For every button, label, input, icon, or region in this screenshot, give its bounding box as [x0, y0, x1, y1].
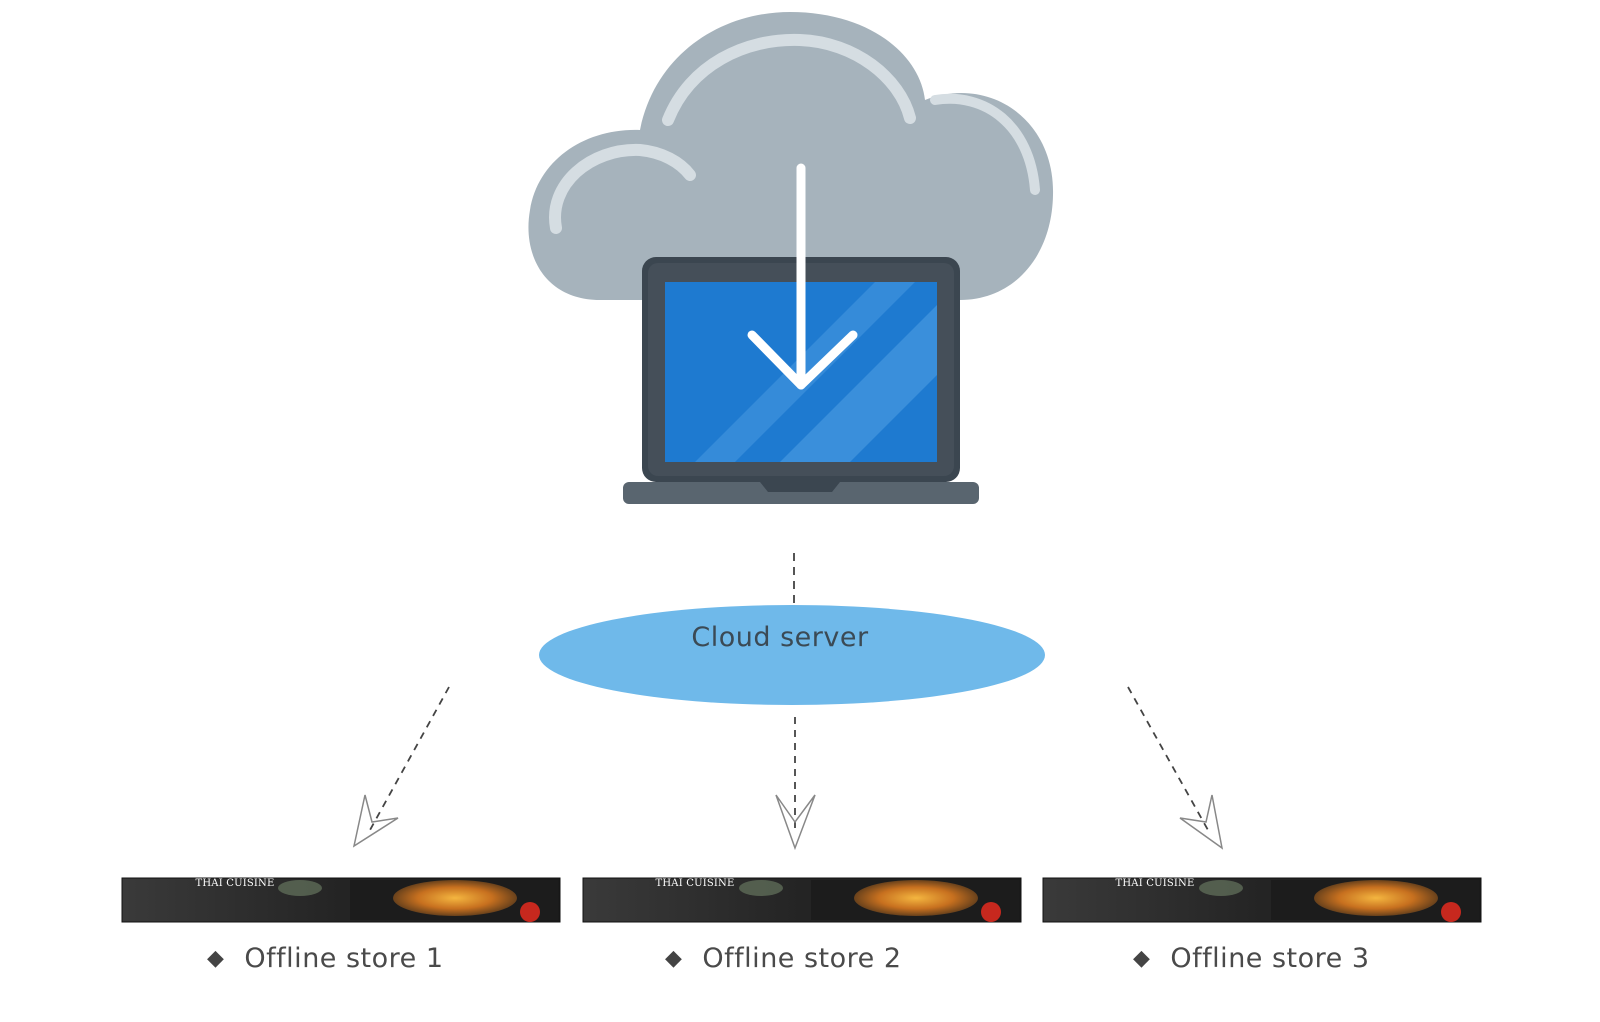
- store-banner-1: [121, 877, 561, 923]
- banner-2-line2: THAI CUISINE: [655, 878, 735, 889]
- arrow-to-store-1: [352, 686, 450, 848]
- banner-3-text: AUTHENTIC THAI CUISINE: [1100, 864, 1210, 890]
- diamond-bullet-icon: ◆: [1133, 946, 1151, 971]
- store-2-label: ◆ Offline store 2: [665, 943, 902, 974]
- store-banner-3: [1042, 877, 1482, 923]
- cloud-icon: [528, 12, 1054, 300]
- arrow-to-store-3: [1127, 686, 1224, 850]
- diamond-bullet-icon: ◆: [207, 946, 225, 971]
- store-3-label-text: Offline store 3: [1170, 943, 1370, 974]
- store-banner-2: [582, 877, 1022, 923]
- banner-2-line1: AUTHENTIC: [648, 864, 742, 880]
- banner-2-text: AUTHENTIC THAI CUISINE: [640, 864, 750, 890]
- banner-1-text: AUTHENTIC THAI CUISINE: [180, 864, 290, 890]
- cloud-server-node: [539, 605, 1045, 705]
- arrow-to-store-2: [775, 717, 816, 851]
- store-3-label: ◆ Offline store 3: [1133, 943, 1370, 974]
- download-arrow-icon: [747, 163, 858, 390]
- banner-3-line1: AUTHENTIC: [1108, 864, 1202, 880]
- cloud-server-label: Cloud server: [691, 622, 869, 653]
- banner-1-line2: THAI CUISINE: [195, 878, 275, 889]
- store-1-label: ◆ Offline store 1: [207, 943, 444, 974]
- diamond-bullet-icon: ◆: [665, 946, 683, 971]
- banner-1-line1: AUTHENTIC: [188, 864, 282, 880]
- store-1-label-text: Offline store 1: [244, 943, 444, 974]
- store-2-label-text: Offline store 2: [702, 943, 902, 974]
- banner-3-line2: THAI CUISINE: [1115, 878, 1195, 889]
